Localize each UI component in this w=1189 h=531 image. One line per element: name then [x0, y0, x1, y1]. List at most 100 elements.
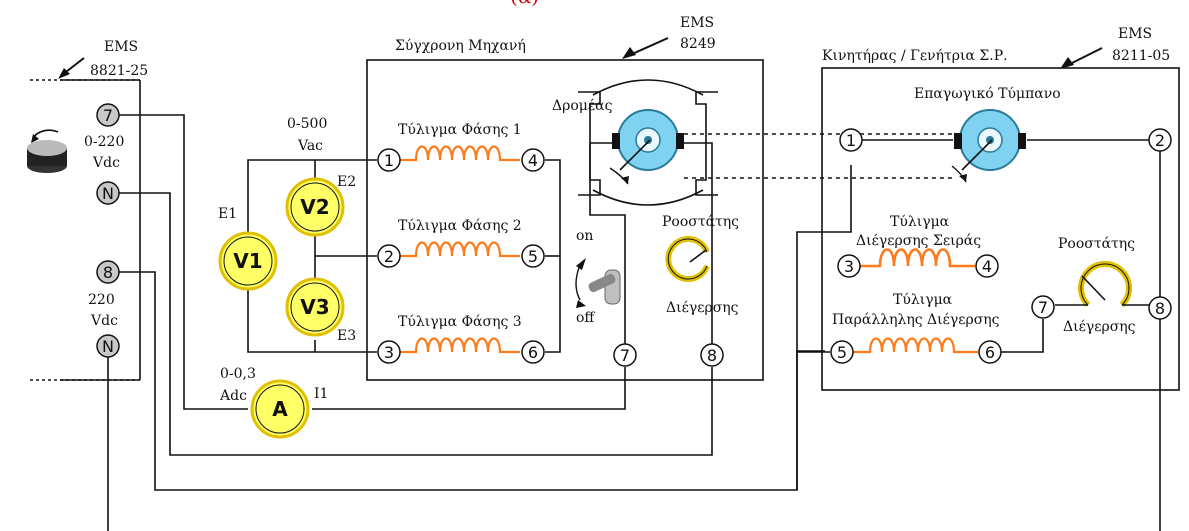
svg-text:7: 7	[620, 346, 630, 365]
dc-terminal-8[interactable]: 8	[1148, 296, 1172, 320]
series-field-label-1: Τύλιγμα	[890, 214, 950, 230]
terminal-8-left[interactable]: 8	[96, 260, 120, 284]
voltage-knob[interactable]	[27, 129, 67, 173]
dc-fixed-unit: Vdc	[90, 313, 118, 329]
ems-label-left: EMS	[104, 39, 138, 55]
svg-text:5: 5	[528, 247, 538, 266]
dc-rheostat-label: Ροοστάτης	[1058, 236, 1135, 252]
voltmeter-v1: V1	[218, 231, 278, 291]
wiring	[107, 114, 1161, 531]
dc-terminal-5[interactable]: 5	[830, 340, 854, 364]
armature-icon	[951, 109, 1026, 183]
dc-rheostat-icon	[1055, 261, 1149, 308]
svg-text:7: 7	[103, 106, 113, 125]
switch-on-label: on	[576, 228, 593, 244]
svg-text:V2: V2	[300, 195, 329, 219]
svg-text:3: 3	[844, 257, 854, 276]
svg-text:2: 2	[384, 247, 394, 266]
svg-text:8: 8	[1155, 299, 1165, 318]
sync-terminal-8[interactable]: 8	[700, 343, 724, 367]
ems-label-sync: EMS	[680, 15, 714, 31]
svg-text:2: 2	[1155, 131, 1165, 150]
dc-var-range: 0-220	[84, 134, 124, 150]
svg-text:V1: V1	[233, 249, 262, 273]
rotor-label: Δρομέας	[552, 97, 613, 114]
drum-label: Επαγωγικό Τύμπανο	[914, 86, 1061, 102]
svg-text:V3: V3	[300, 295, 329, 319]
terminal-n-upper[interactable]: N	[96, 181, 120, 205]
sync-terminal-2[interactable]: 2	[377, 244, 401, 268]
sync-excitation-label: Διέγερσης	[666, 299, 739, 316]
svg-text:1: 1	[384, 151, 394, 170]
ammeter-range: 0-0,3	[220, 366, 256, 382]
voltmeter-v2: V2	[285, 177, 345, 237]
shunt-field-label-2: Παράλληλης Διέγερσης	[832, 311, 1000, 328]
dc-excitation-label: Διέγερσης	[1063, 318, 1136, 335]
series-field-label-2: Διέγερσης Σειράς	[856, 232, 981, 249]
dc-title: Κινητήρας / Γενήτρια Σ.Ρ.	[822, 48, 1008, 64]
ems-model-left: 8821-25	[90, 63, 148, 79]
dc-fixed-range: 220	[88, 292, 115, 308]
voltmeter-v3: V3	[285, 277, 345, 337]
arrow-head-left	[58, 68, 70, 79]
svg-text:4: 4	[528, 151, 538, 170]
svg-text:4: 4	[982, 257, 992, 276]
svg-text:1: 1	[846, 131, 856, 150]
title-mark: (α)	[510, 0, 539, 8]
dc-var-unit: Vdc	[92, 155, 120, 171]
dc-terminal-6[interactable]: 6	[978, 340, 1002, 364]
phase-3-coil	[400, 337, 520, 354]
dc-terminal-2[interactable]: 2	[1148, 128, 1172, 152]
svg-text:5: 5	[837, 343, 847, 362]
ammeter: A	[250, 379, 310, 439]
rotor-icon	[578, 79, 718, 206]
sync-title: Σύγχρονη Μηχανή	[395, 38, 526, 54]
svg-text:A: A	[272, 397, 288, 421]
sync-terminal-7[interactable]: 7	[613, 343, 637, 367]
sync-terminal-5[interactable]: 5	[521, 244, 545, 268]
svg-text:8: 8	[103, 263, 113, 282]
sync-terminal-1[interactable]: 1	[377, 148, 401, 172]
phase-3-label: Τύλιγμα Φάσης 3	[398, 314, 522, 330]
svg-text:N: N	[102, 184, 114, 203]
svg-text:N: N	[102, 337, 114, 356]
ems-label-dc: EMS	[1118, 26, 1152, 42]
series-field-coil	[860, 248, 975, 268]
meters: 0-500 Vac V1 V2 V3 E1 E2 E3 0-0,3 Adc A …	[218, 116, 356, 439]
shunt-field-coil	[853, 337, 978, 354]
phase-2-coil	[400, 241, 520, 258]
e3-label: E3	[337, 328, 356, 344]
dc-terminal-4[interactable]: 4	[975, 254, 999, 278]
i1-label: I1	[314, 386, 328, 402]
e1-label: E1	[218, 206, 237, 222]
sync-rheostat-label: Ροοστάτης	[662, 214, 739, 230]
svg-text:7: 7	[1038, 298, 1048, 317]
svg-text:8: 8	[707, 346, 717, 365]
sync-terminal-6[interactable]: 6	[521, 340, 545, 364]
dc-machine-module: Κινητήρας / Γενήτρια Σ.Ρ. EMS 8211-05 Επ…	[821, 26, 1180, 391]
svg-text:6: 6	[528, 343, 538, 362]
terminal-n-lower[interactable]: N	[96, 334, 120, 358]
terminal-7-left[interactable]: 7	[96, 103, 120, 127]
voltmeter-range: 0-500	[287, 116, 327, 132]
synchronous-machine-module: Σύγχρονη Μηχανή EMS 8249 Τύλιγμα Φάσης 1…	[366, 15, 953, 381]
phase-1-label: Τύλιγμα Φάσης 1	[398, 122, 522, 138]
phase-1-coil	[400, 145, 520, 162]
svg-text:3: 3	[384, 343, 394, 362]
ems-model-dc: 8211-05	[1112, 48, 1170, 64]
power-supply-module: EMS 8821-25 0-220 Vdc 220 Vdc 7 N	[27, 39, 148, 381]
switch-off-label: off	[576, 310, 595, 326]
dc-terminal-1[interactable]: 1	[839, 128, 863, 152]
ems-model-sync: 8249	[680, 36, 716, 52]
phase-2-label: Τύλιγμα Φάσης 2	[398, 218, 522, 234]
svg-text:6: 6	[985, 343, 995, 362]
ammeter-unit: Adc	[219, 388, 247, 404]
sync-terminal-4[interactable]: 4	[521, 148, 545, 172]
dc-terminal-3[interactable]: 3	[837, 254, 861, 278]
e2-label: E2	[337, 174, 356, 190]
sync-terminal-3[interactable]: 3	[377, 340, 401, 364]
field-switch[interactable]	[575, 258, 621, 308]
sync-rheostat-icon	[665, 236, 710, 282]
shunt-field-label-1: Τύλιγμα	[893, 292, 953, 308]
dc-terminal-7[interactable]: 7	[1031, 295, 1055, 319]
